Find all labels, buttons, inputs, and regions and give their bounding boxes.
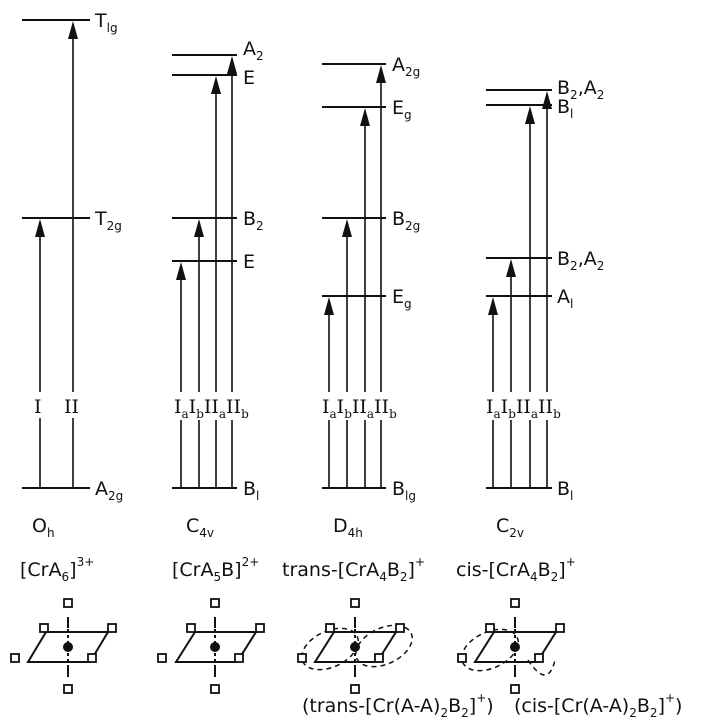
arrowhead-transition-ia xyxy=(176,262,186,280)
arrowhead-c2v-iia xyxy=(525,106,535,124)
term-label-a2g: A2g xyxy=(95,478,123,503)
term-label-a2g-d4h: A2g xyxy=(392,54,420,79)
arrowhead-transition-ii xyxy=(68,21,78,39)
transition-labels-d4h: IaIbIIaIIb xyxy=(322,396,397,421)
complex-formula-cis: cis-[CrA4B2]+ xyxy=(456,555,576,584)
arrowhead-c2v-ib xyxy=(506,259,516,277)
term-label-eg-upper: Eg xyxy=(392,97,412,122)
column-c2v: IaIbIIaIIb B2,A2 Bl B2,A2 Al Bl C2v cis-… xyxy=(456,77,604,694)
point-group-c2v: C2v xyxy=(496,515,524,540)
term-label-e-lower: E xyxy=(243,251,255,273)
term-label-a1: Al xyxy=(557,286,573,311)
point-group-oh: Oh xyxy=(32,515,55,540)
arrowhead-c2v-ia xyxy=(488,297,498,315)
complex-formula-trans: trans-[CrA4B2]+ xyxy=(282,555,425,584)
term-label-b2: B2 xyxy=(243,208,264,233)
arrowhead-d4h-ib xyxy=(342,219,352,237)
term-label-e-upper: E xyxy=(243,67,255,89)
arrowhead-d4h-iib xyxy=(376,65,386,83)
term-label-b2g: B2g xyxy=(392,208,420,233)
term-label-b2-a2-lower: B2,A2 xyxy=(557,248,604,273)
transition-label-i: I xyxy=(34,396,42,418)
arrowhead-d4h-ia xyxy=(324,297,334,315)
arrowhead-transition-ib xyxy=(194,219,204,237)
complex-formula-cra6: [CrA6]3+ xyxy=(20,555,94,584)
term-label-b2-a2-upper: B2,A2 xyxy=(557,77,604,102)
term-label-b1-c2v: Bl xyxy=(557,478,573,503)
term-label-t1g: Tlg xyxy=(94,10,118,35)
arrowhead-transition-iib xyxy=(227,56,237,74)
term-label-b1g: Blg xyxy=(392,478,416,503)
term-label-b1-upper: Bl xyxy=(557,96,573,121)
square-pyramid-geometry-icon xyxy=(157,598,265,694)
transition-label-ii: II xyxy=(64,396,79,418)
term-label-t2g: T2g xyxy=(94,208,122,233)
arrowhead-transition-i xyxy=(35,219,45,237)
cis-chelate-geometry-icon xyxy=(457,598,565,694)
caption-cis-chelate: (cis-[Cr(A-A)2B2]+) xyxy=(514,691,682,720)
octahedral-geometry-icon xyxy=(10,598,117,694)
point-group-d4h: D4h xyxy=(333,515,363,540)
column-d4h: IaIbIIaIIb A2g Eg B2g Eg Blg D4h trans-[… xyxy=(282,54,425,694)
column-c4v: IaIbIIaIIb A2 E B2 E Bl C4v [CrA5B]2+ xyxy=(157,38,265,694)
arrowhead-d4h-iia xyxy=(360,108,370,126)
point-group-c4v: C4v xyxy=(186,515,214,540)
caption-trans-chelate: (trans-[Cr(A-A)2B2]+) xyxy=(302,691,494,720)
complex-formula-cra5b: [CrA5B]2+ xyxy=(172,555,259,584)
arrowhead-c2v-iib xyxy=(542,91,552,109)
term-label-eg-lower: Eg xyxy=(392,286,412,311)
arrowhead-transition-iia xyxy=(211,76,221,94)
transition-labels-c2v: IaIbIIaIIb xyxy=(486,396,561,421)
transition-label-ia: IaIbIIaIIb xyxy=(174,396,249,421)
term-label-a2: A2 xyxy=(243,38,264,63)
term-label-b1: Bl xyxy=(243,478,259,503)
column-oh: I II Tlg T2g A2g Oh [CrA6]3+ xyxy=(10,10,123,694)
trans-chelate-geometry-icon xyxy=(297,598,413,694)
